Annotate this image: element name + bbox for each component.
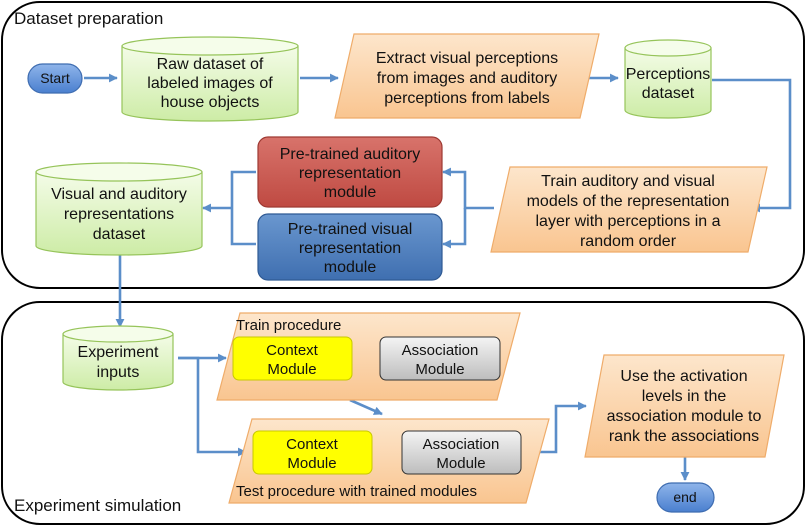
train-context-module: Context Module — [232, 336, 353, 381]
extract-perceptions-process: Extract visual perceptions from images a… — [334, 33, 600, 119]
test-procedure-process: Context Module Association Module Test p… — [228, 418, 550, 504]
rank-line-2: levels in the — [642, 388, 727, 405]
perceptions-dataset-database: Perceptions dataset — [624, 39, 712, 119]
start-label: Start — [40, 70, 70, 86]
representations-dataset-line-2: representations — [64, 206, 174, 223]
arrow-perceptions-to-train-models — [712, 78, 792, 213]
raw-dataset-line-3: house objects — [161, 94, 260, 111]
rank-line-1: Use the activation — [620, 368, 747, 385]
train-association-line-1: Association — [402, 342, 479, 359]
experiment-inputs-line-2: inputs — [97, 364, 140, 381]
test-procedure-label: Test procedure with trained modules — [236, 483, 477, 500]
train-models-line-2: models of the representation — [527, 193, 730, 210]
rank-associations-process: Use the activation levels in the associa… — [584, 354, 785, 458]
representations-dataset-line-1: Visual and auditory — [51, 186, 187, 203]
start-terminal: Start — [27, 63, 83, 94]
arrow-test-to-rank — [536, 401, 587, 454]
auditory-module-line-2: representation — [299, 165, 401, 182]
perceptions-dataset-line-2: dataset — [642, 85, 695, 102]
representations-dataset-line-3: dataset — [93, 226, 146, 243]
experiment-simulation-title: Experiment simulation — [14, 496, 181, 515]
train-context-line-2: Module — [267, 361, 316, 378]
auditory-module-line-1: Pre-trained auditory — [280, 146, 421, 163]
test-association-line-1: Association — [423, 436, 500, 453]
rank-line-4: rank the associations — [609, 428, 759, 445]
train-association-line-2: Module — [415, 361, 464, 378]
extract-line-2: from images and auditory — [377, 70, 558, 87]
train-procedure-process: Train procedure Context Module Associati… — [216, 312, 521, 401]
experiment-inputs-database: Experiment inputs — [62, 325, 174, 391]
test-context-module: Context Module — [252, 430, 373, 475]
arrow-train-to-test-procedure — [349, 398, 383, 416]
test-context-line-1: Context — [286, 436, 339, 453]
arrow-train-to-auditory-module — [442, 167, 494, 210]
train-representation-models-process: Train auditory and visual models of the … — [490, 166, 768, 253]
test-context-line-2: Module — [287, 455, 336, 472]
arrow-inputs-to-test-procedure — [178, 356, 247, 457]
train-context-line-1: Context — [266, 342, 319, 359]
raw-dataset-database: Raw dataset of labeled images of house o… — [121, 36, 299, 122]
end-label: end — [673, 489, 696, 505]
train-models-line-1: Train auditory and visual — [541, 173, 715, 190]
visual-module-line-2: representation — [299, 240, 401, 257]
experiment-inputs-line-1: Experiment — [78, 344, 159, 361]
line-modules-join — [230, 170, 256, 246]
test-association-module: Association Module — [401, 430, 522, 475]
perceptions-dataset-line-1: Perceptions — [626, 66, 711, 83]
extract-line-1: Extract visual perceptions — [376, 50, 558, 67]
visual-module-line-3: module — [324, 259, 377, 276]
raw-dataset-line-1: Raw dataset of — [157, 56, 264, 73]
end-terminal: end — [656, 482, 715, 513]
extract-line-3: perceptions from labels — [384, 90, 549, 107]
representations-dataset-database: Visual and auditory representations data… — [35, 162, 203, 256]
raw-dataset-line-2: labeled images of — [147, 75, 273, 92]
dataset-preparation-section: Dataset preparation — [1, 1, 805, 289]
test-association-line-2: Module — [436, 455, 485, 472]
auditory-module-line-3: module — [324, 184, 377, 201]
train-procedure-label: Train procedure — [236, 317, 341, 334]
auditory-representation-module: Pre-trained auditory representation modu… — [257, 136, 443, 208]
rank-line-3: association module to — [607, 408, 762, 425]
train-association-module: Association Module — [379, 336, 501, 381]
arrow-train-to-visual-module — [442, 208, 467, 249]
connectors — [84, 73, 792, 481]
train-models-line-4: random order — [580, 233, 677, 250]
experiment-simulation-section: Experiment simulation — [1, 301, 805, 525]
train-models-line-3: layer with perceptions in a — [536, 213, 721, 230]
visual-module-line-1: Pre-trained visual — [288, 221, 413, 238]
visual-representation-module: Pre-trained visual representation module — [257, 213, 443, 281]
dataset-preparation-title: Dataset preparation — [14, 9, 163, 28]
